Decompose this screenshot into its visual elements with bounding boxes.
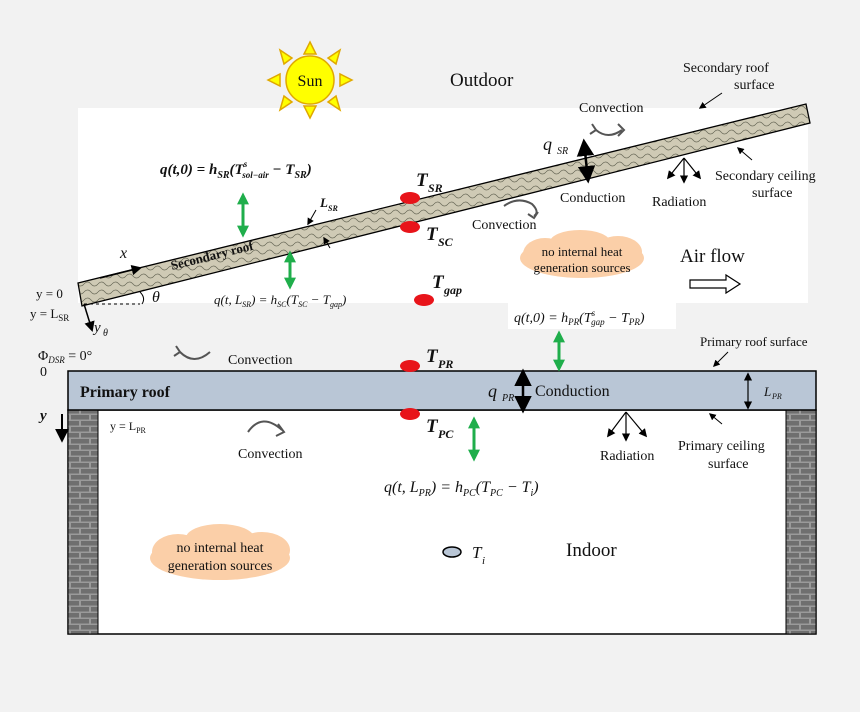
- t-sr-subscript: SR: [428, 181, 443, 195]
- primary-roof-label: Primary roof: [80, 384, 171, 401]
- t-i-subscript: i: [482, 555, 485, 567]
- l-sr-pointer-top: [307, 209, 317, 226]
- q-sr-subscript: SR: [557, 146, 568, 157]
- t-gap-subscript: gap: [443, 283, 462, 297]
- secondary-roof-slab: [77, 103, 811, 307]
- t-pr-node: [400, 360, 420, 372]
- convection-label-pr: Convection: [228, 353, 293, 368]
- t-sc-subscript: SC: [438, 235, 454, 249]
- t-sc-symbol: T: [426, 224, 439, 245]
- convection-swirl-icon-mid: [503, 199, 539, 220]
- indoor-label: Indoor: [566, 540, 617, 561]
- radiation-arrows-bottom: [606, 411, 648, 442]
- convection-label-top: Convection: [579, 101, 644, 116]
- eq-secondary-ceiling: q(t, LSR) = hSC(TSC − Tgap): [214, 292, 346, 309]
- radiation-label-top: Radiation: [652, 195, 706, 210]
- t-pr-symbol: T: [426, 346, 439, 367]
- q-pr-symbol: q: [488, 381, 497, 401]
- secondary-roof-surface-pointer: [698, 92, 723, 109]
- t-pc-symbol: T: [426, 416, 439, 437]
- theta-arc: [139, 291, 145, 305]
- t-gap-node: [414, 294, 434, 306]
- convection-swirl-icon: [589, 123, 626, 137]
- l-sr-symbol: L: [319, 195, 328, 210]
- t-sr-symbol: T: [416, 170, 429, 191]
- secondary-ceiling-label-2: surface: [752, 186, 792, 201]
- y-axis-symbol: y: [38, 408, 47, 424]
- t-pc-node: [400, 408, 420, 420]
- q-sr-conduction-arrow: [576, 138, 596, 184]
- secondary-ceiling-pointer: [736, 147, 753, 161]
- cloud-shape-top: [520, 230, 644, 278]
- convection-label-mid: Convection: [472, 218, 537, 233]
- t-gap-symbol: T: [432, 272, 445, 293]
- y-lpr-label: y = LPR: [110, 419, 147, 435]
- secondary-roof-surface-label-2: surface: [734, 78, 774, 93]
- t-i-node: [442, 546, 462, 558]
- cloud-shape-bottom: [150, 524, 290, 580]
- x-axis-symbol: x: [119, 245, 127, 262]
- t-sc-node: [400, 221, 420, 233]
- t-sr-node: [400, 192, 420, 204]
- y-lsr-label: y = LSR: [30, 306, 69, 323]
- t-pc-subscript: PC: [438, 427, 454, 441]
- convection-label-indoor: Convection: [238, 447, 303, 462]
- air-flow-arrow: [689, 273, 742, 295]
- theta-symbol: θ: [152, 289, 160, 306]
- no-heat-label-top-1: no internal heat: [542, 244, 623, 259]
- sun-icon: [266, 40, 354, 120]
- l-pr-symbol: L: [763, 384, 771, 399]
- radiation-arrows-top: [666, 157, 702, 184]
- t-pr-subscript: PR: [438, 357, 453, 371]
- right-brick-wall: [785, 409, 817, 635]
- left-brick-wall: [67, 409, 99, 635]
- y-theta-symbol: y: [92, 320, 101, 336]
- phi-label: ΦDSR = 0°: [38, 349, 92, 365]
- l-sr-pointer-bottom: [323, 236, 331, 249]
- secondary-roof-surface-label-1: Secondary roof: [683, 61, 769, 76]
- primary-roof-slab: [67, 370, 817, 411]
- x-axis-arrow: [99, 264, 143, 279]
- radiation-label-bottom: Radiation: [600, 449, 654, 464]
- conduction-label-top: Conduction: [560, 191, 625, 206]
- no-heat-label-bottom-1: no internal heat: [176, 541, 263, 556]
- convection-swirl-icon-indoor: [247, 420, 286, 437]
- secondary-ceiling-label-1: Secondary ceiling: [715, 169, 816, 184]
- l-pr-subscript: PR: [771, 392, 782, 401]
- eq-pr-top-bg: [508, 303, 676, 329]
- y-theta-arrow: [83, 303, 95, 333]
- sun-label: Sun: [298, 73, 323, 90]
- conduction-label-pr: Conduction: [535, 383, 610, 400]
- primary-roof-surface-pointer: [713, 351, 729, 367]
- q-pr-subscript: PR: [501, 393, 514, 404]
- l-sr-subscript: SR: [328, 204, 338, 213]
- y-theta-subscript: θ: [103, 328, 108, 339]
- primary-roof-surface-label: Primary roof surface: [700, 334, 808, 349]
- primary-ceiling-label-2: surface: [708, 457, 748, 472]
- t-i-symbol: T: [472, 543, 483, 562]
- outdoor-label: Outdoor: [450, 70, 514, 91]
- primary-ceiling-label-1: Primary ceiling: [678, 439, 765, 454]
- eq-primary-ceiling: q(t, LPR) = hPC(TPC − Ti): [384, 479, 539, 499]
- primary-ceiling-pointer: [708, 413, 723, 425]
- no-heat-label-bottom-2: generation sources: [168, 559, 273, 574]
- q-sr-symbol: q: [543, 134, 552, 154]
- y-zero-label: y = 0: [36, 286, 63, 301]
- no-heat-label-top-2: generation sources: [533, 260, 630, 275]
- convection-swirl-icon-pr: [173, 345, 211, 360]
- indoor-room: [67, 409, 817, 635]
- zero-label: 0: [40, 365, 47, 380]
- air-flow-label: Air flow: [680, 246, 745, 267]
